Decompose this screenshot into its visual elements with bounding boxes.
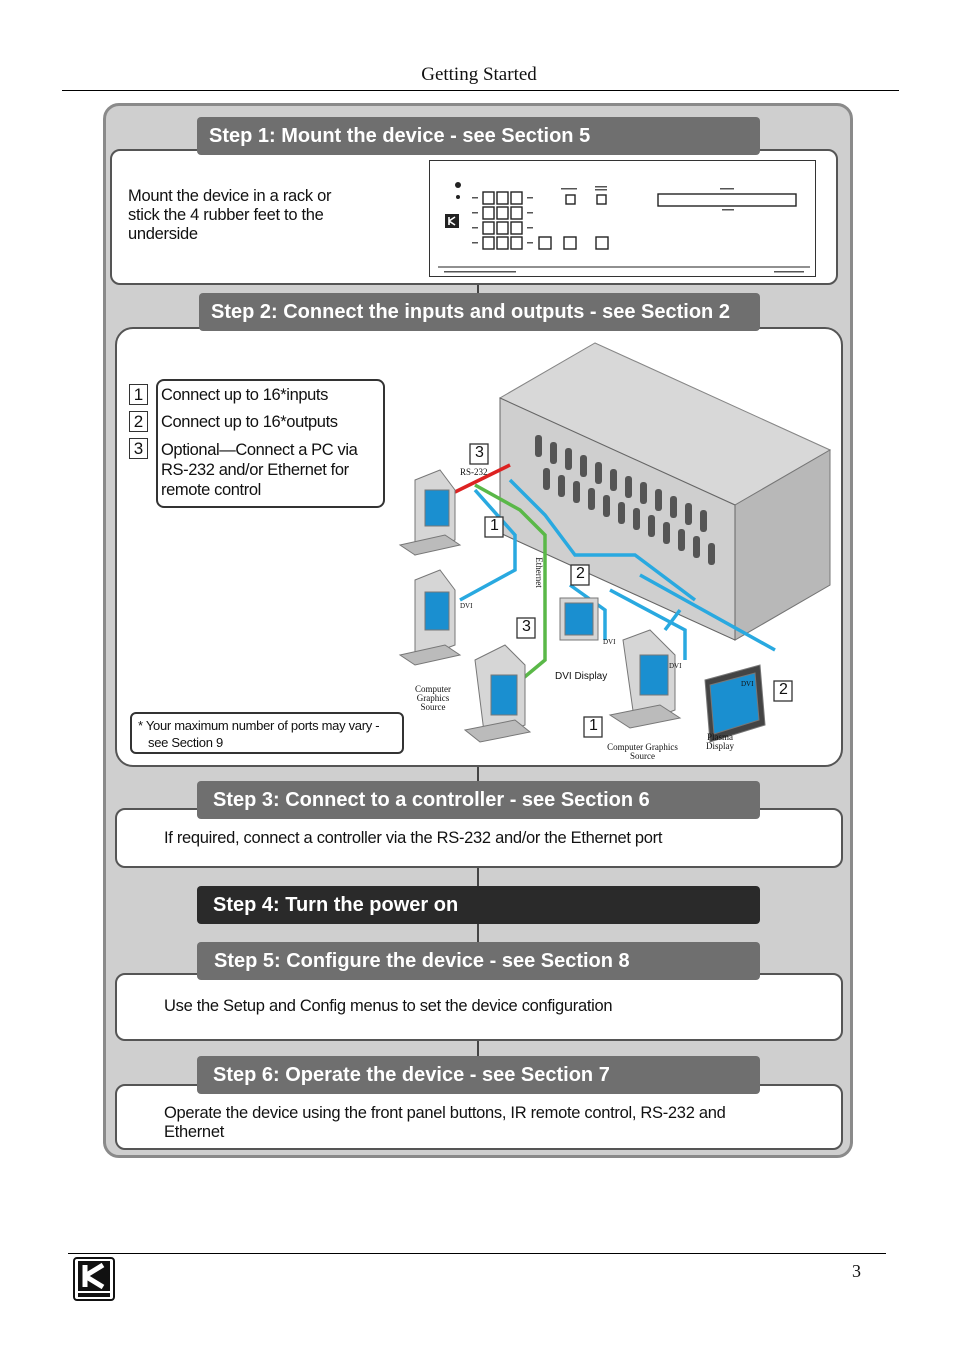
dvi-label: DVI <box>669 662 682 670</box>
diagram-badge-1: 1 <box>589 717 598 734</box>
step1-title: Step 1: Mount the device - see Section 5 <box>197 117 760 155</box>
step6-line: Ethernet <box>164 1123 224 1141</box>
computer-graphics-source-label: Computer Graphics Source <box>407 685 459 712</box>
step1-line: Mount the device in a rack or <box>128 187 332 205</box>
header-rule <box>62 90 899 91</box>
step-connector <box>477 924 479 944</box>
step5-text: Use the Setup and Config menus to set th… <box>164 997 613 1015</box>
device-front-panel-drawing <box>438 182 810 273</box>
ports-note-line: * Your maximum number of ports may vary … <box>138 718 380 733</box>
step-connector <box>477 283 479 297</box>
step1-text: Mount the device in a rack or stick the … <box>128 187 331 244</box>
step-connector <box>477 866 479 888</box>
legend-item-3: Optional—Connect a PC via RS-232 and/or … <box>161 440 358 500</box>
legend-item-2: Connect up to 16*outputs <box>161 413 338 431</box>
step-connector <box>477 765 479 783</box>
step6-line: Operate the device using the front panel… <box>164 1104 726 1122</box>
computer-graphics-source-label: Computer Graphics Source <box>600 743 685 761</box>
step2-title: Step 2: Connect the inputs and outputs -… <box>199 293 760 331</box>
dvi-label: DVI <box>741 680 754 688</box>
ports-note: * Your maximum number of ports may vary … <box>130 712 404 754</box>
step5-title: Step 5: Configure the device - see Secti… <box>197 942 760 980</box>
page-header: Getting Started <box>421 64 537 85</box>
plasma-display-label: Plasma Display <box>700 733 740 751</box>
step3-text: If required, connect a controller via th… <box>164 829 663 847</box>
step6-title: Step 6: Operate the device - see Section… <box>197 1056 760 1094</box>
footer-rule <box>68 1253 886 1254</box>
legend-box <box>156 379 385 508</box>
connection-diagram-drawing <box>398 342 832 743</box>
source-label-line: Computer <box>415 684 451 694</box>
source-label-line: Source <box>630 751 655 761</box>
source-label-line: Graphics <box>416 693 450 703</box>
diagram-badge-3: 3 <box>522 618 531 635</box>
diagram-badge-2: 2 <box>576 565 585 582</box>
source-label-line: Computer Graphics <box>607 742 678 752</box>
legend-item-1: Connect up to 16*inputs <box>161 386 328 404</box>
kramer-logo-icon <box>73 1257 115 1301</box>
legend-number-2: 2 <box>129 411 148 432</box>
connection-diagram: 3 1 2 3 1 2 RS-232 Ethernet DVI DVI DVI … <box>395 340 835 765</box>
plasma-label-line: Plasma <box>707 732 733 742</box>
diagram-badge-3: 3 <box>475 444 484 461</box>
plasma-label-line: Display <box>706 741 734 751</box>
step4-title: Step 4: Turn the power on <box>197 886 760 924</box>
dvi-display-label: DVI Display <box>555 671 608 682</box>
step1-line: stick the 4 rubber feet to the <box>128 206 324 224</box>
diagram-badge-2: 2 <box>779 681 788 698</box>
ethernet-label: Ethernet <box>533 557 544 588</box>
rs232-label: RS-232 <box>460 467 488 477</box>
legend-number-3: 3 <box>129 438 148 459</box>
legend-item-3-line: RS-232 and/or Ethernet for <box>161 461 349 479</box>
device-front-panel-image <box>429 160 816 277</box>
step6-text: Operate the device using the front panel… <box>164 1104 726 1142</box>
legend-item-3-line: remote control <box>161 481 261 499</box>
step3-title: Step 3: Connect to a controller - see Se… <box>197 781 760 819</box>
legend-item-3-line: Optional—Connect a PC via <box>161 441 358 459</box>
legend-number-1: 1 <box>129 384 148 405</box>
page-number: 3 <box>852 1261 861 1281</box>
dvi-label: DVI <box>603 638 616 646</box>
step-connector <box>477 1040 479 1058</box>
ports-note-line: see Section 9 <box>148 735 223 750</box>
step1-line: underside <box>128 225 198 243</box>
diagram-badge-1: 1 <box>490 517 499 534</box>
source-label-line: Source <box>420 702 446 712</box>
step6-panel <box>115 1084 843 1150</box>
dvi-label: DVI <box>460 602 473 610</box>
